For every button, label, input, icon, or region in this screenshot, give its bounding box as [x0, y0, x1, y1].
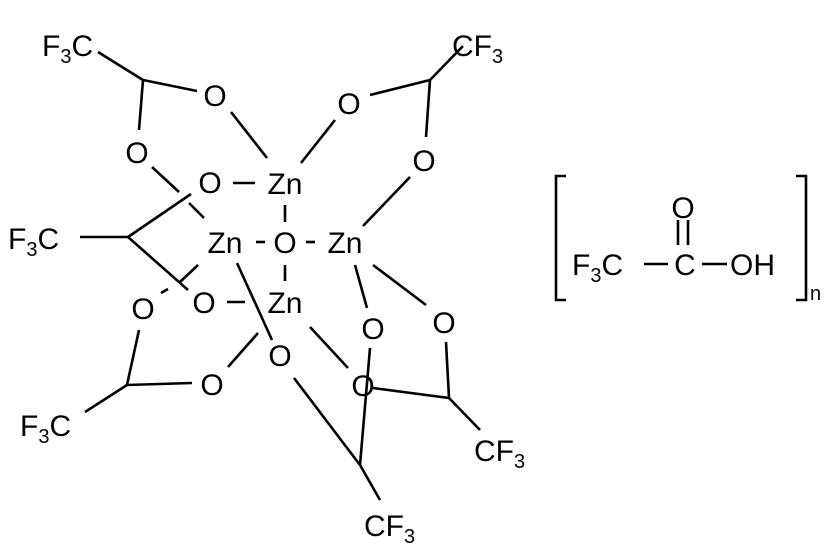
oxygen: O [337, 88, 360, 121]
oxygen: O [198, 167, 221, 200]
trifluoroacetic-acid: O F3C C OH n [572, 192, 821, 305]
oxygen: O [432, 307, 455, 340]
zn-left: Zn [207, 227, 242, 260]
oxygen: O [192, 287, 215, 320]
cf3-top-right: CF3 [452, 30, 503, 68]
cf3-left: F3C [8, 223, 59, 261]
atom-labels: F3C CF3 F3C F3C CF3 CF3 Zn Zn Zn Zn O O … [8, 30, 821, 548]
cf3-bottom-right: CF3 [474, 435, 525, 473]
carbonyl-oxygen: O [671, 192, 694, 225]
repeat-subscript: n [810, 283, 821, 305]
oxygen-central: O [273, 227, 296, 260]
oxygen: O [361, 313, 384, 346]
bonds [80, 45, 808, 501]
cf3-top-left: F3C [42, 30, 93, 68]
oxygen: O [268, 340, 291, 373]
zn-right: Zn [327, 227, 362, 260]
hydroxyl: OH [730, 249, 775, 282]
zn-top: Zn [267, 168, 302, 201]
oxygen: O [203, 80, 226, 113]
cf3-bottom-left: F3C [20, 410, 71, 448]
oxygen: O [351, 370, 374, 403]
acid-cf3: F3C [572, 249, 623, 287]
cf3-bottom: CF3 [364, 510, 415, 548]
oxygen: O [200, 369, 223, 402]
oxygen: O [125, 137, 148, 170]
oxygen: O [131, 293, 154, 326]
acid-carbon: C [674, 249, 696, 282]
zn-bottom: Zn [267, 287, 302, 320]
oxygen: O [412, 145, 435, 178]
